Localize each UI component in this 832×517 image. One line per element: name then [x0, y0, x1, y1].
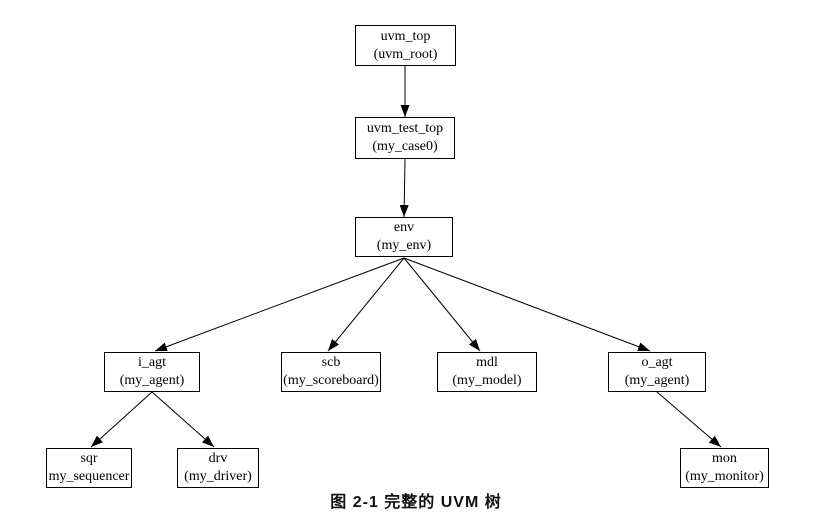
- node-uvm-test-top-class: (my_case0): [372, 139, 438, 154]
- node-i-agt: i_agt (my_agent): [104, 352, 200, 392]
- node-drv-name: drv: [208, 451, 228, 466]
- node-mon: mon (my_monitor): [680, 448, 769, 488]
- node-mon-class: (my_monitor): [685, 469, 764, 484]
- node-o-agt-name: o_agt: [641, 355, 673, 370]
- edge-i-agt-to-sqr: [90, 391, 153, 448]
- node-env: env (my_env): [355, 217, 453, 257]
- node-uvm-top-name: uvm_top: [380, 28, 431, 44]
- node-o-agt: o_agt (my_agent): [608, 352, 706, 392]
- node-env-class: (my_env): [376, 238, 432, 253]
- node-mdl-name: mdl: [476, 355, 498, 370]
- node-sqr-name: sqr: [80, 451, 98, 466]
- node-uvm-top: uvm_top (uvm_root): [355, 25, 456, 66]
- edge-env-to-i-agt: [154, 257, 405, 352]
- node-env-name: env: [393, 220, 415, 235]
- node-uvm-test-top: uvm_test_top (my_case0): [355, 117, 455, 159]
- node-uvm-test-top-name: uvm_test_top: [366, 121, 444, 136]
- node-mdl-class: (my_model): [452, 373, 522, 388]
- edge-uvm-test-top-to-env: [399, 158, 409, 218]
- node-scb: scb (my_scoreboard): [281, 352, 381, 392]
- edge-env-to-mdl: [403, 257, 481, 352]
- edge-env-to-scb: [327, 257, 405, 352]
- node-o-agt-class: (my_agent): [624, 373, 690, 388]
- node-i-agt-name: i_agt: [138, 355, 166, 370]
- node-drv-class: (my_driver): [184, 469, 252, 484]
- node-sqr: sqr my_sequencer: [46, 448, 132, 488]
- node-mon-name: mon: [712, 451, 737, 466]
- node-drv: drv (my_driver): [177, 448, 259, 488]
- node-scb-name: scb: [321, 355, 341, 370]
- node-scb-class: (my_scoreboard): [283, 373, 379, 388]
- node-mdl: mdl (my_model): [437, 352, 537, 392]
- edge-o-agt-to-mon: [656, 391, 722, 448]
- figure-caption: 图 2-1 完整的 UVM 树: [330, 494, 502, 511]
- edge-env-to-o-agt: [403, 257, 651, 352]
- node-i-agt-class: (my_agent): [119, 373, 185, 388]
- edge-i-agt-to-drv: [151, 391, 215, 448]
- node-sqr-class: my_sequencer: [48, 469, 130, 484]
- node-uvm-top-class: (uvm_root): [373, 46, 438, 62]
